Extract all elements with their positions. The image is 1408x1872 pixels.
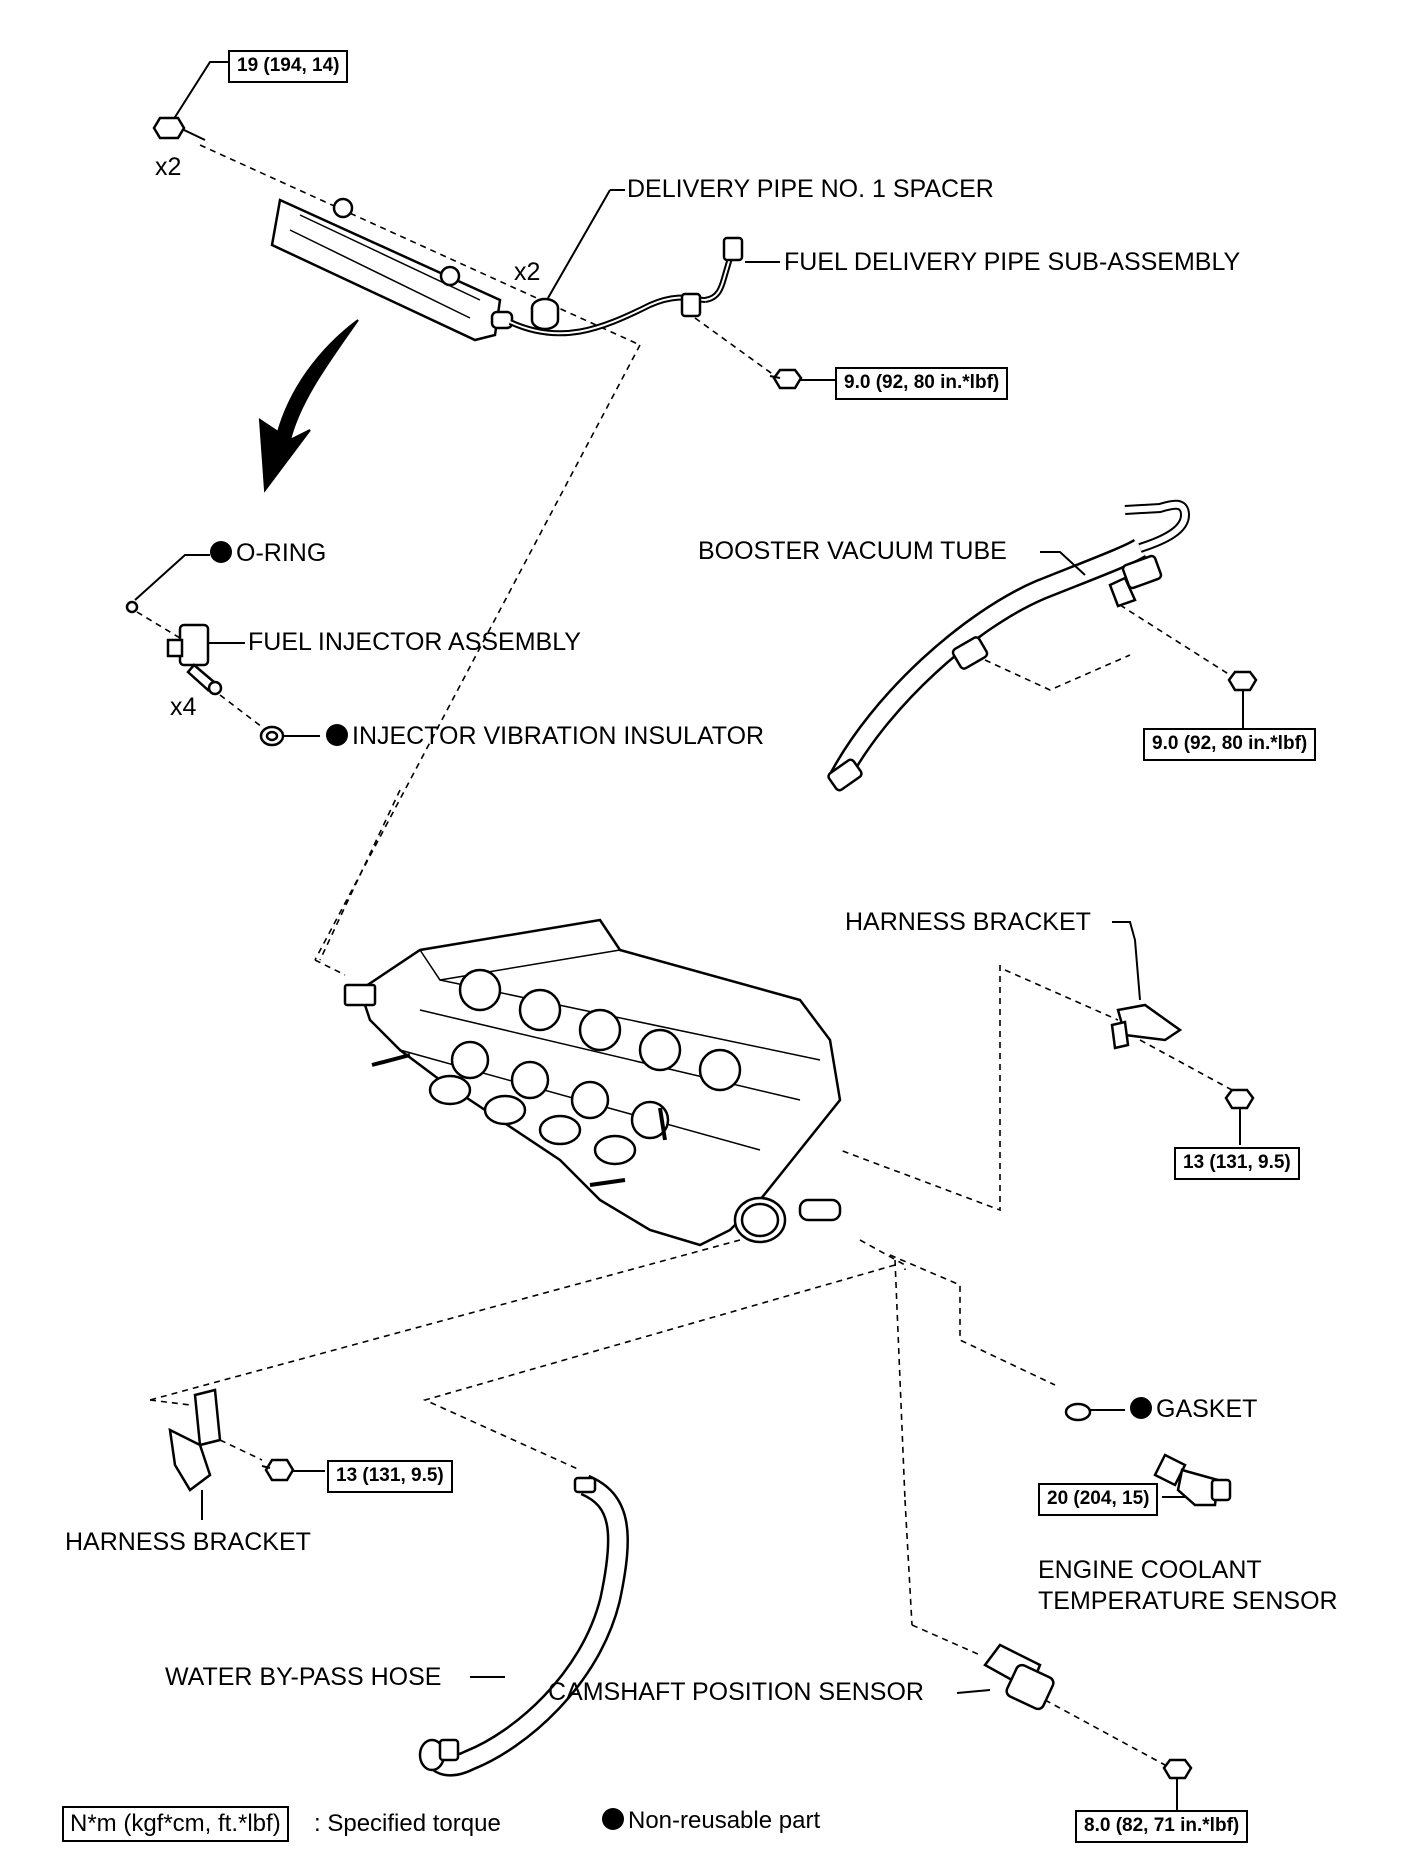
label-delivery-pipe-spacer: DELIVERY PIPE NO. 1 SPACER (627, 175, 994, 203)
label-booster-vacuum-tube: BOOSTER VACUUM TUBE (698, 537, 1007, 565)
label-harness-bracket-left: HARNESS BRACKET (65, 1528, 311, 1556)
injector-insulator-text: INJECTOR VIBRATION INSULATOR (352, 722, 765, 750)
legend-non-reusable: Non-reusable part (602, 1808, 820, 1833)
label-injector-insulator: INJECTOR VIBRATION INSULATOR (326, 724, 764, 749)
torque-coolant-sensor: 20 (204, 15) (1038, 1483, 1159, 1516)
vacuum-tube-bolt (1227, 670, 1258, 730)
label-fuel-delivery-pipe: FUEL DELIVERY PIPE SUB-ASSEMBLY (784, 248, 1241, 276)
legend-torque-unit-text: : Specified torque (314, 1810, 501, 1837)
booster-vacuum-tube (827, 499, 1191, 792)
harness-bracket-right (1110, 1003, 1183, 1050)
label-coolant-sensor-line2: TEMPERATURE SENSOR (1038, 1587, 1338, 1615)
harness-bracket-left-bolt (261, 1458, 295, 1482)
label-water-bypass-hose: WATER BY-PASS HOSE (165, 1663, 442, 1691)
delivery-pipe-spacer (530, 297, 560, 331)
water-bypass-hose (418, 1474, 629, 1777)
harness-bracket-right-bolt (1224, 1088, 1255, 1145)
fuel-pipe-bolt (769, 368, 803, 390)
torque-delivery-pipe-bolt: 19 (194, 14) (228, 50, 349, 83)
qty-spacer: x2 (514, 258, 541, 286)
harness-bracket-left (168, 1388, 222, 1492)
torque-vacuum-tube-bolt: 9.0 (92, 80 in.*lbf) (1143, 728, 1317, 761)
label-harness-bracket-right: HARNESS BRACKET (845, 908, 1091, 936)
non-reusable-marker (1130, 1397, 1152, 1419)
legend-torque-unit-box: N*m (kgf*cm, ft.*lbf) (62, 1806, 289, 1843)
label-fuel-injector: FUEL INJECTOR ASSEMBLY (248, 628, 581, 656)
removal-direction-arrow (258, 319, 359, 493)
fuel-injector (166, 623, 223, 696)
engine-coolant-temperature-sensor (1153, 1453, 1232, 1507)
injector-vibration-insulator (259, 725, 285, 747)
fuel-delivery-pipe (270, 197, 744, 342)
non-reusable-marker (602, 1808, 624, 1830)
torque-harness-bracket-left: 13 (131, 9.5) (327, 1460, 453, 1493)
gasket (1064, 1402, 1092, 1422)
non-reusable-marker (326, 724, 348, 746)
gasket-text: GASKET (1156, 1395, 1258, 1423)
label-o-ring: O-RING (210, 541, 326, 566)
o-ring-text: O-RING (236, 539, 327, 567)
legend-non-reusable-text: Non-reusable part (628, 1807, 821, 1834)
torque-camshaft-sensor-bolt: 8.0 (82, 71 in.*lbf) (1075, 1810, 1249, 1843)
qty-injector: x4 (170, 693, 197, 721)
label-camshaft-position-sensor: CAMSHAFT POSITION SENSOR (548, 1678, 924, 1706)
non-reusable-marker (210, 541, 232, 563)
camshaft-sensor-bolt (1162, 1758, 1193, 1810)
label-gasket: GASKET (1130, 1397, 1257, 1422)
camshaft-position-sensor (983, 1643, 1055, 1711)
label-coolant-sensor-line1: ENGINE COOLANT (1038, 1556, 1262, 1584)
torque-fuel-pipe-bolt: 9.0 (92, 80 in.*lbf) (835, 367, 1009, 400)
torque-harness-bracket-right: 13 (131, 9.5) (1174, 1147, 1300, 1180)
cylinder-head (343, 918, 842, 1247)
qty-delivery-pipe-bolt: x2 (155, 153, 182, 181)
delivery-pipe-bolt (152, 116, 206, 141)
